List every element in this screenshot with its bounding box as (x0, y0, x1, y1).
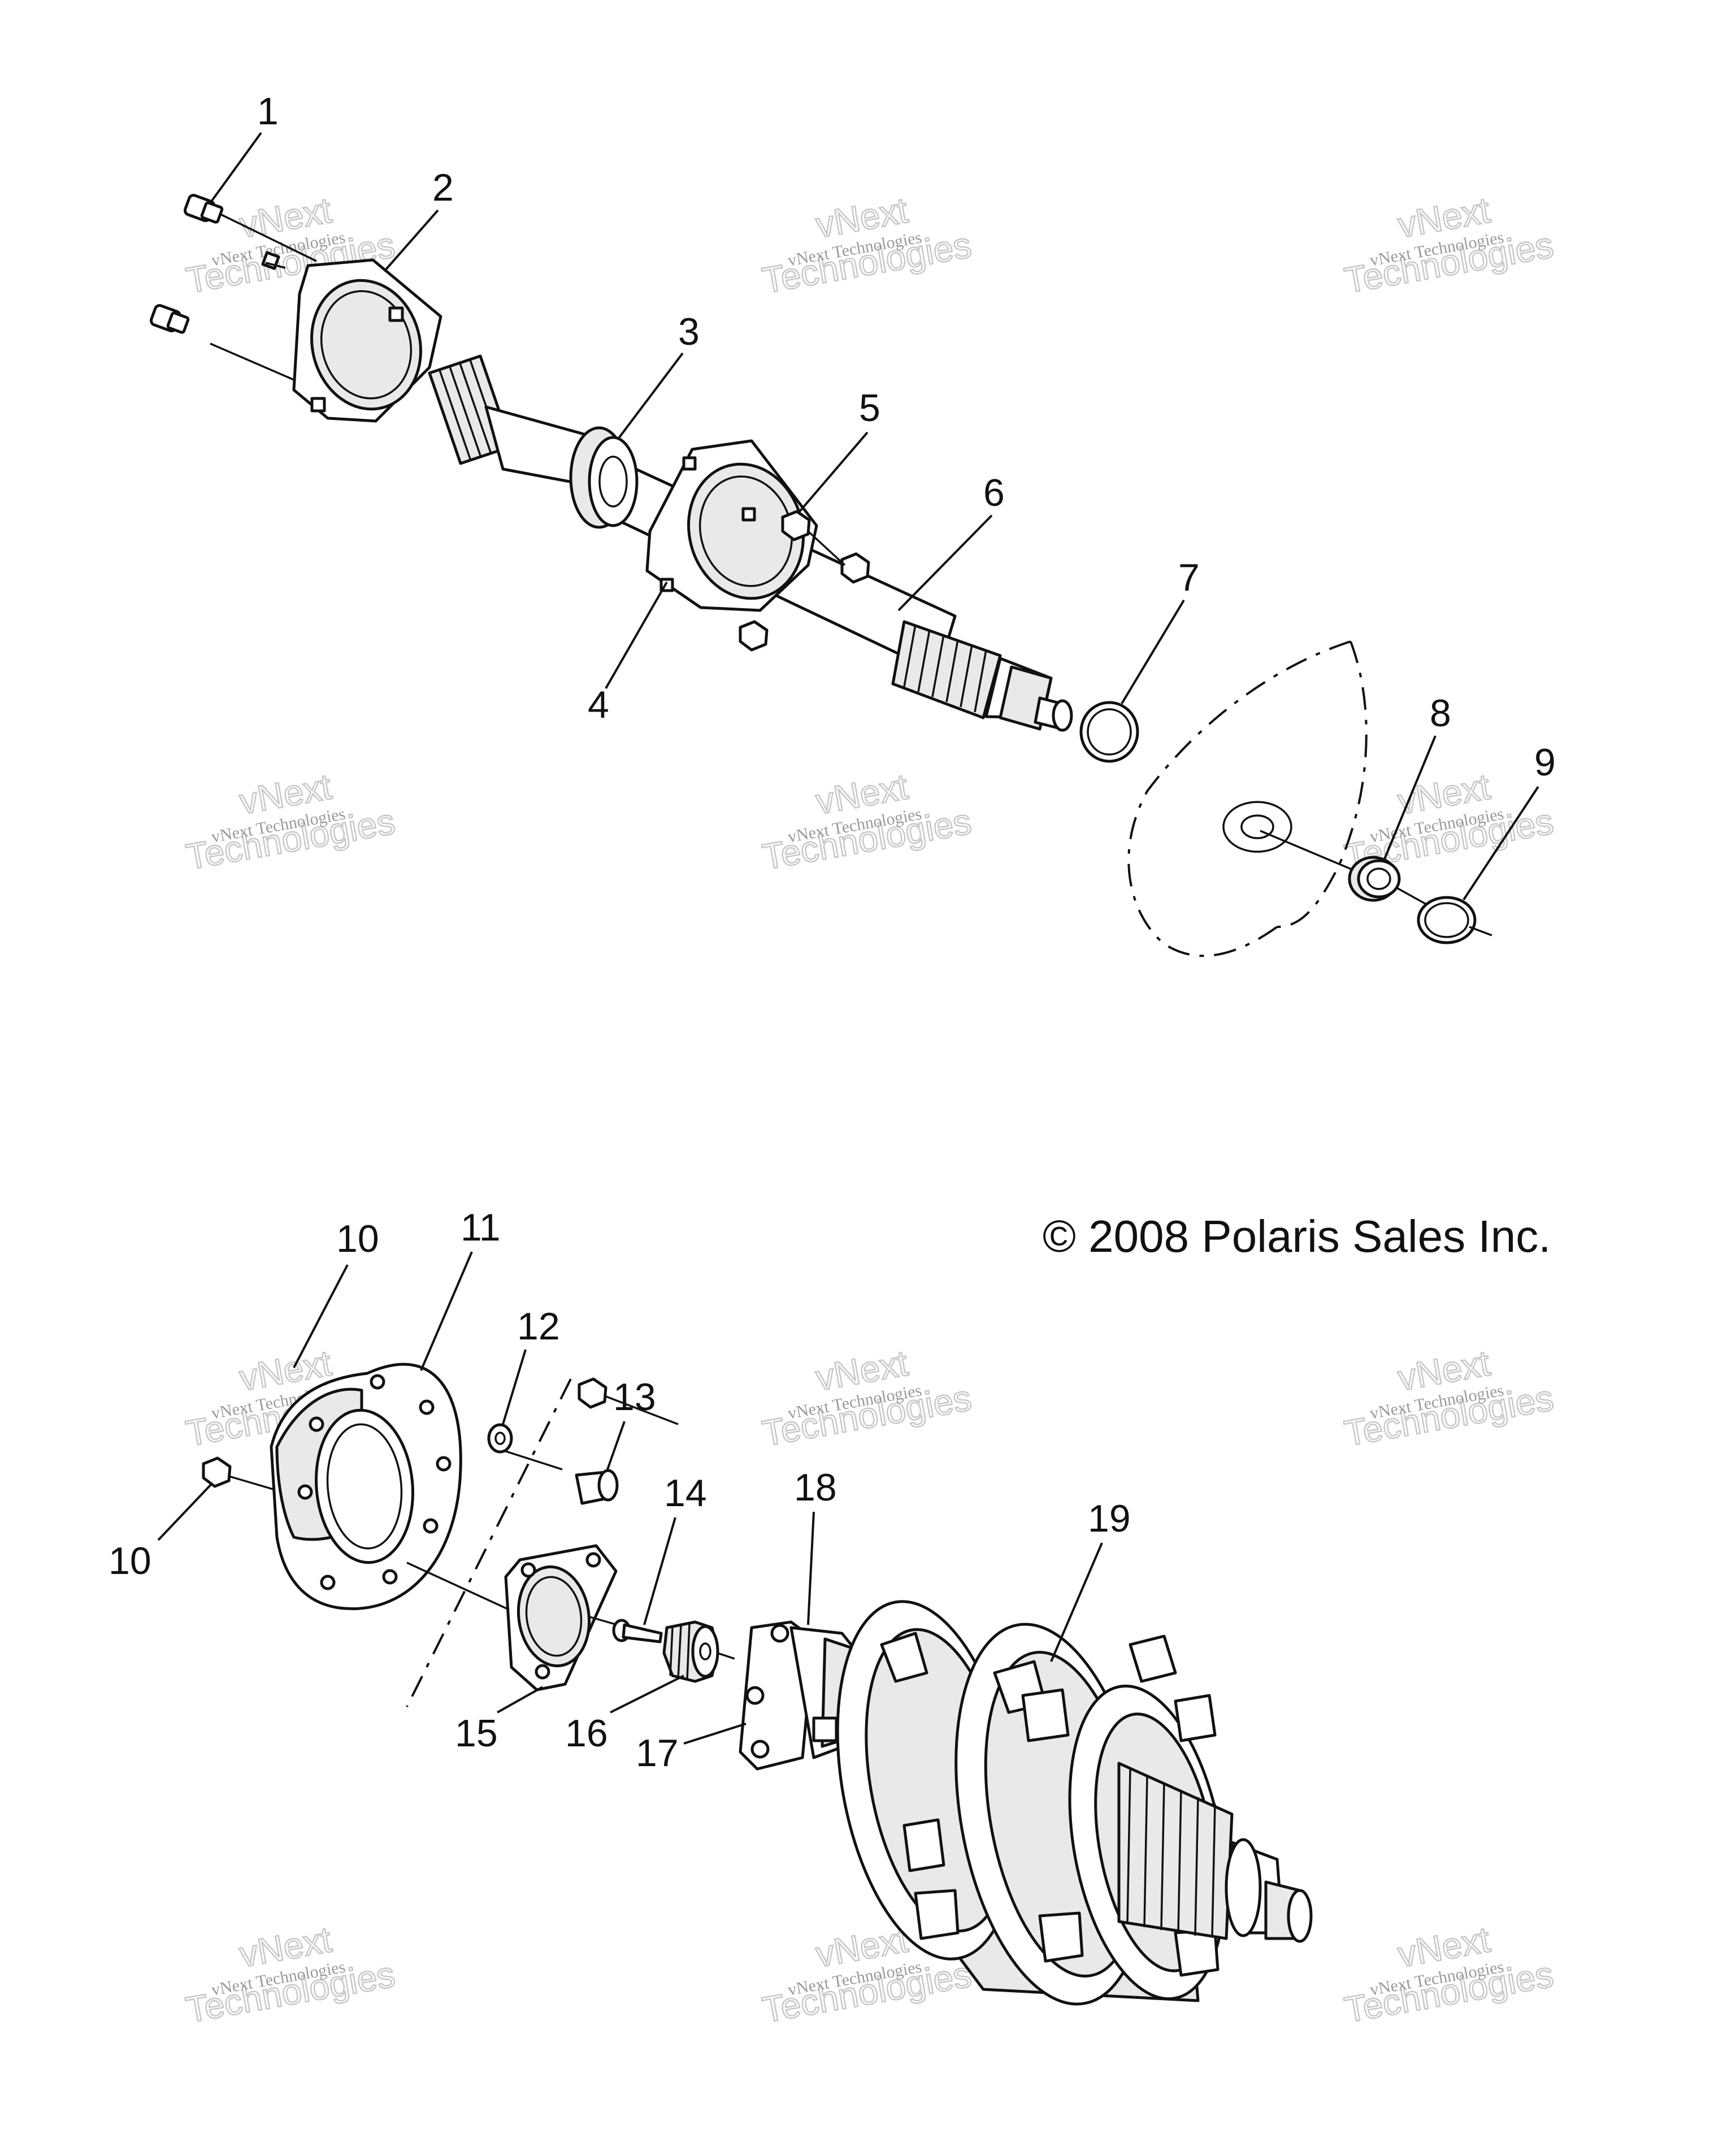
part-7-ring (1079, 701, 1139, 763)
callout-15: 15 (455, 1712, 498, 1755)
callout-13: 13 (613, 1376, 656, 1419)
watermark: Technologies vNext vNext Technologies (759, 1342, 975, 1455)
part-14-bolt (612, 1619, 663, 1643)
part-15-bearing-flange (504, 1544, 628, 1692)
driven-clutch-outline (1127, 640, 1368, 957)
part-8-bushing (1348, 856, 1447, 917)
callout-14: 14 (664, 1472, 707, 1515)
part-2-bearing-flange (261, 251, 442, 423)
callout-18: 18 (794, 1466, 837, 1509)
callout-1: 1 (257, 90, 279, 133)
callout-19: 19 (1088, 1497, 1131, 1540)
callout-3: 3 (678, 310, 700, 353)
part-9-ring (1417, 896, 1492, 944)
callout-11: 11 (461, 1206, 501, 1249)
callout-10a: 10 (336, 1217, 379, 1260)
callout-8: 8 (1430, 692, 1451, 735)
part-13-bolt (575, 1469, 619, 1505)
watermark: Technologies vNext vNext Technologies (1341, 189, 1557, 302)
part-16-gear (662, 1620, 735, 1683)
part-4-bearing-flange (645, 439, 818, 612)
callout-9: 9 (1534, 741, 1556, 784)
callout-2: 2 (432, 166, 454, 209)
watermark: Technologies vNext vNext Technologies (1341, 1342, 1557, 1455)
watermark: Technologies vNext vNext Technologies (183, 1918, 399, 2031)
part-12-washer (487, 1423, 513, 1454)
part-3-bearing (569, 426, 639, 529)
callout-16: 16 (565, 1712, 608, 1755)
watermark: Technologies vNext vNext Technologies (1341, 1918, 1557, 2031)
callout-7: 7 (1178, 556, 1200, 599)
part-5-nuts (739, 510, 870, 652)
part-19-drive-shaft (836, 1600, 1313, 2006)
callouts: 1 2 3 4 5 6 7 8 9 10 11 10 12 13 14 15 (108, 90, 1556, 1775)
callout-4: 4 (588, 683, 609, 726)
watermark: Technologies vNext vNext Technologies (183, 765, 399, 878)
watermark: Technologies vNext vNext Technologies (759, 189, 975, 302)
callout-17: 17 (636, 1732, 679, 1775)
part-1-bolts (149, 193, 317, 381)
callout-12: 12 (517, 1305, 560, 1348)
part-11-housing-plate (270, 1363, 462, 1610)
callout-10b: 10 (108, 1539, 151, 1582)
copyright-text: © 2008 Polaris Sales Inc. (1043, 1211, 1551, 1261)
part-10-nuts (202, 1377, 679, 1493)
lower-assembly (202, 1363, 1313, 2006)
callout-5: 5 (859, 387, 880, 430)
callout-6: 6 (983, 471, 1005, 514)
upper-assembly (149, 193, 1492, 957)
watermark: Technologies vNext vNext Technologies (759, 765, 975, 878)
